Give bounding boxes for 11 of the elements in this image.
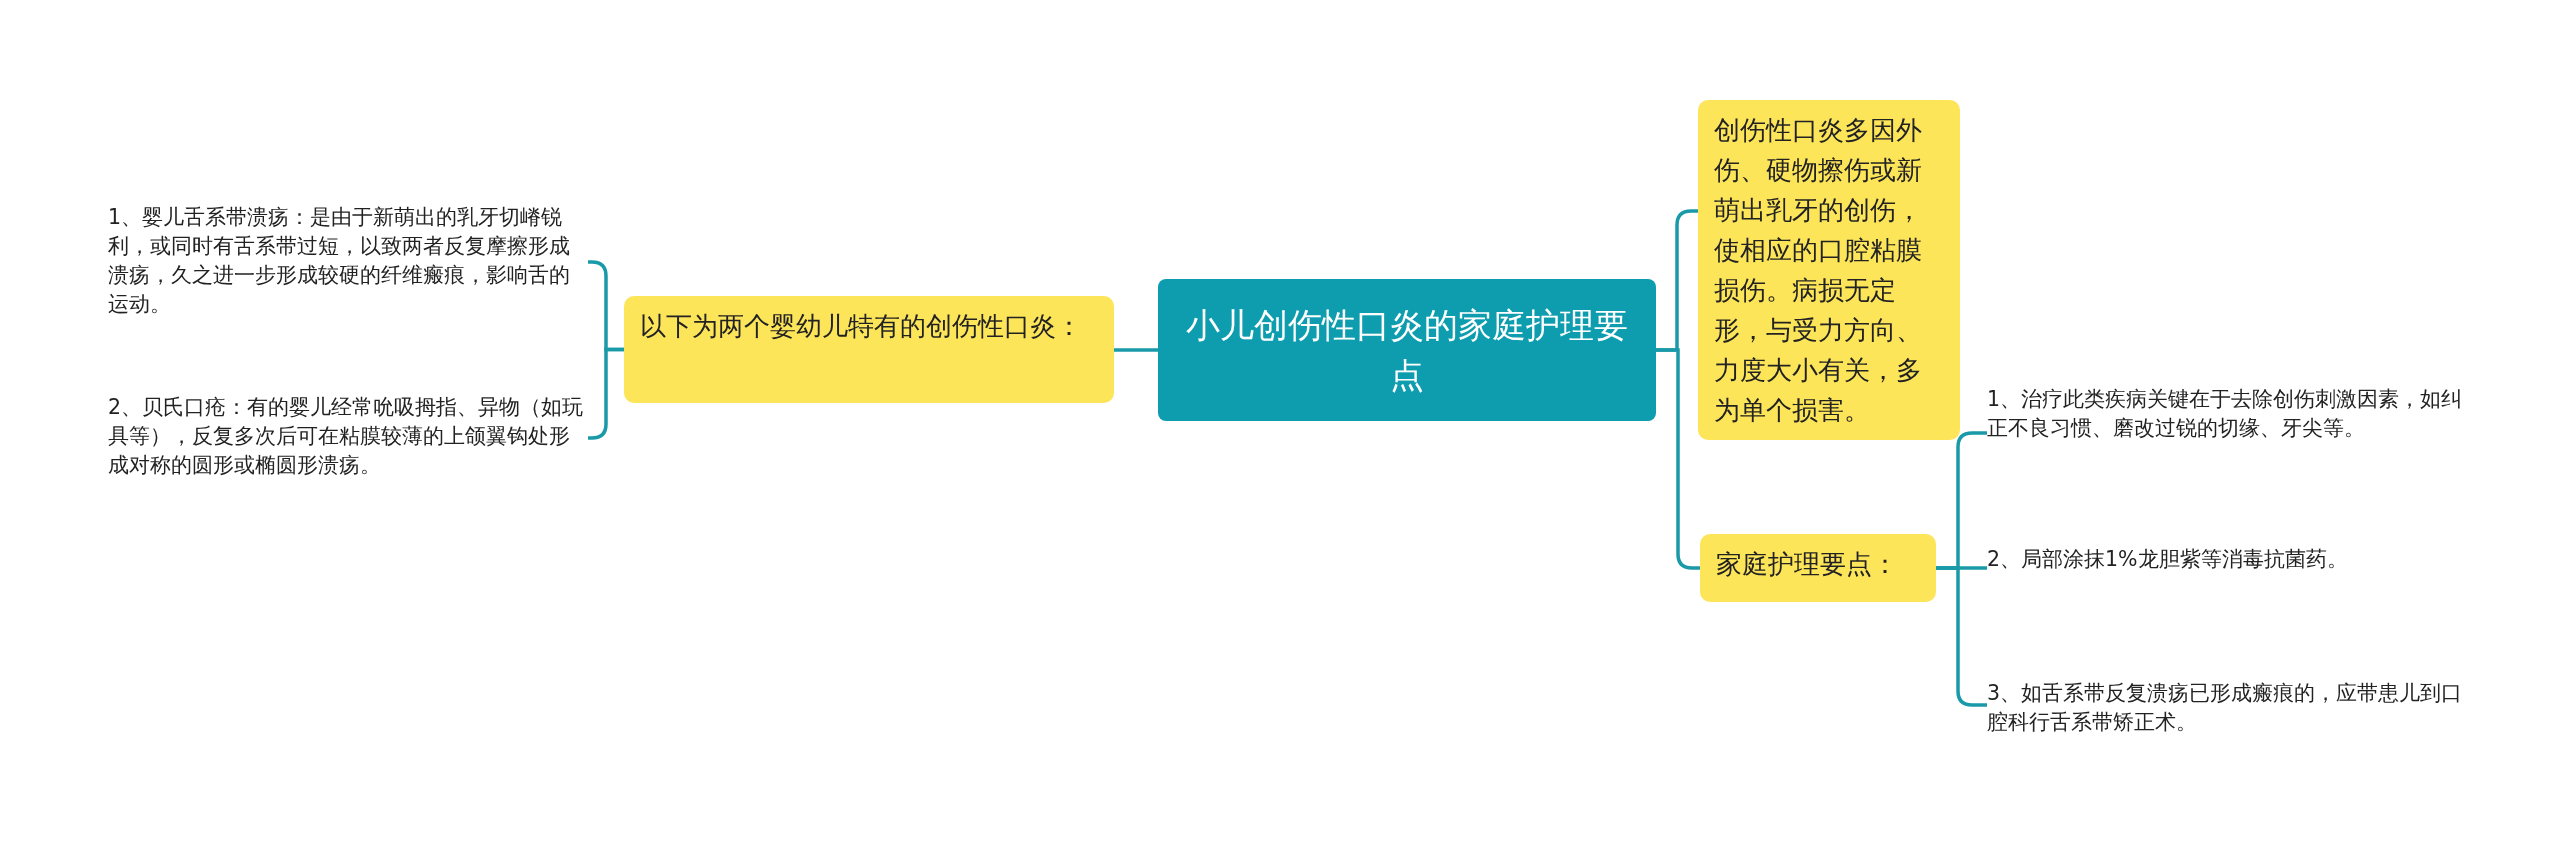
note-text: 1、治疗此类疾病关键在于去除创伤刺激因素，如纠正不良习惯、磨改过锐的切缘、牙尖等。 [1987, 385, 2467, 481]
subtopic-box: 以下为两个婴幼儿特有的创伤性口炎： [624, 296, 1114, 403]
connector-line [1114, 348, 1158, 352]
note-text: 1、婴儿舌系带溃疡：是由于新萌出的乳牙切嵴锐利，或同时有舌系带过短，以致两者反复摩擦形成溃疡，久之进一步形成较硬的纤维瘢痕，影响舌的运动。 [108, 203, 588, 327]
note-text: 2、局部涂抹1%龙胆紫等消毒抗菌药。 [1987, 545, 2467, 609]
connector-line [1656, 348, 1700, 570]
subtopic-box: 创伤性口炎多因外伤、硬物擦伤或新萌出乳牙的创伤，使相应的口腔粘膜损伤。病损无定形，与受力方向、力度大小有关，多为单个损害。 [1698, 100, 1960, 440]
note-text: 2、贝氏口疮：有的婴儿经常吮吸拇指、异物（如玩具等），反复多次后可在粘膜较薄的上颌翼钩处形成对称的圆形或椭圆形溃疡。 [108, 393, 588, 489]
topic-box: 小儿创伤性口炎的家庭护理要点 [1158, 279, 1656, 421]
subtopic-box: 家庭护理要点： [1700, 534, 1936, 602]
note-text: 3、如舌系带反复溃疡已形成瘢痕的，应带患儿到口腔科行舌系带矫正术。 [1987, 679, 2467, 743]
